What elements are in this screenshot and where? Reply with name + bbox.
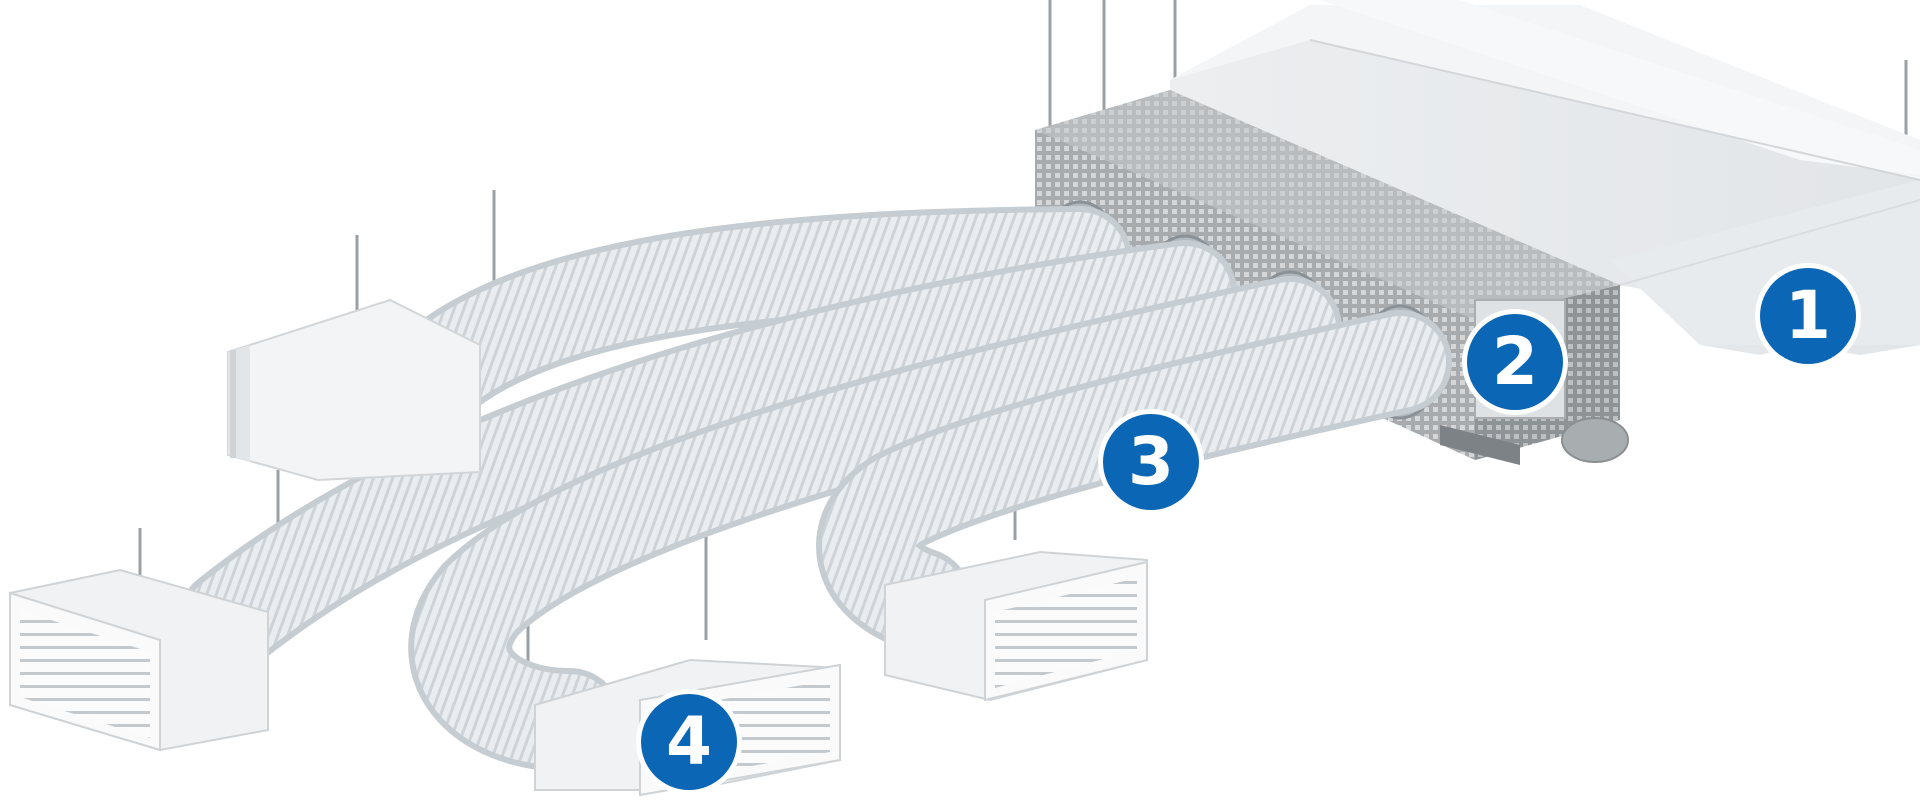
callout-2-badge: 2: [1467, 314, 1563, 410]
flexible-ducts: [178, 206, 1452, 772]
callout-2-label: 2: [1492, 323, 1538, 400]
callout-3-badge: 3: [1103, 414, 1199, 510]
supply-grille-left: [9, 568, 269, 752]
duct-3: [408, 276, 1342, 772]
callout-4-badge: 4: [641, 694, 737, 790]
callout-4-label: 4: [666, 703, 712, 780]
supply-box-upper-left: [227, 298, 481, 482]
supply-grille-right: [884, 550, 1148, 702]
callout-1-badge: 1: [1760, 268, 1856, 364]
duct-2: [178, 240, 1237, 672]
callout-3-label: 3: [1128, 423, 1174, 500]
callout-1-label: 1: [1785, 277, 1831, 354]
duct-4: [816, 310, 1452, 652]
